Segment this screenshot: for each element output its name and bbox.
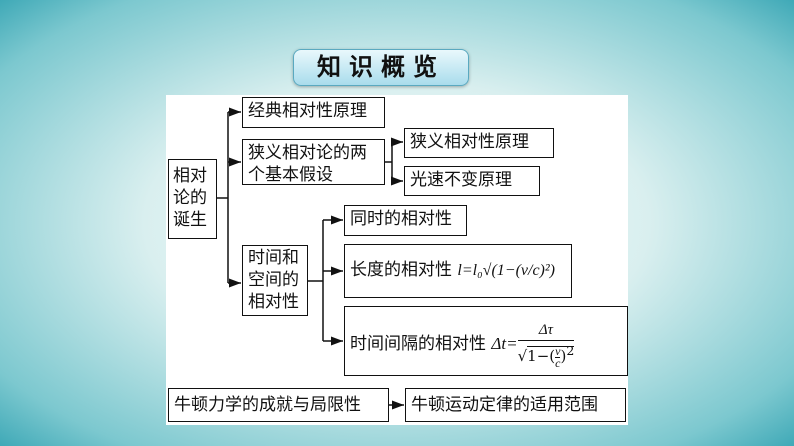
root-box: 相对论的诞生: [168, 159, 217, 239]
spacetime-box: 时间和空间的相对性: [242, 245, 308, 316]
time-label: 时间间隔的相对性: [350, 333, 486, 354]
length-formula: l=l₀√(1−(v/c)²): [457, 262, 555, 279]
classical-relativity-box: 经典相对性原理: [242, 97, 385, 128]
newton-achievements-box: 牛顿力学的成就与局限性: [168, 388, 389, 422]
postulates-box: 狭义相对论的两个基本假设: [242, 139, 385, 185]
postulate-light-speed-box: 光速不变原理: [404, 166, 540, 196]
section-title: 知识概览: [293, 49, 469, 86]
length-contraction-box: 长度的相对性 l=l₀√(1−(v/c)²): [344, 244, 572, 298]
newton-scope-box: 牛顿运动定律的适用范围: [405, 388, 626, 422]
length-label: 长度的相对性: [350, 260, 452, 280]
postulate-relativity-box: 狭义相对性原理: [404, 128, 554, 158]
simultaneity-box: 同时的相对性: [344, 205, 467, 236]
